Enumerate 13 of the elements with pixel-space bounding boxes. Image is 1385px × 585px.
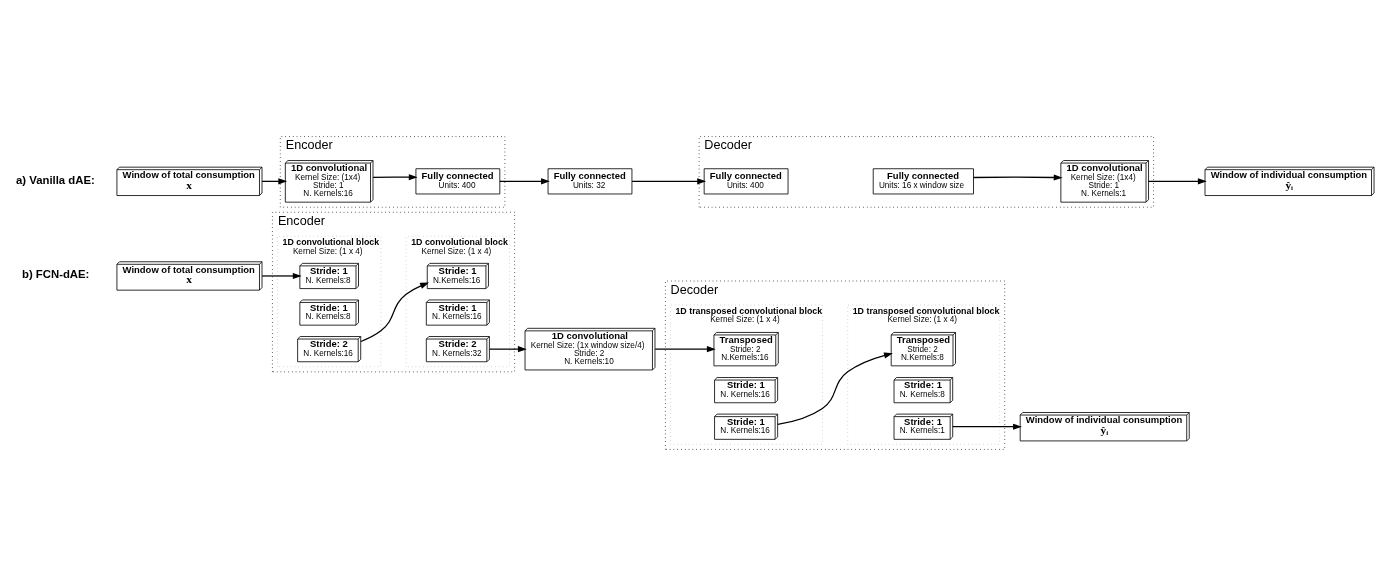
arrow xyxy=(654,345,716,352)
arrow xyxy=(973,173,1063,181)
arrow xyxy=(372,173,418,180)
arrow xyxy=(952,423,1022,430)
arrow xyxy=(261,272,302,279)
arrow xyxy=(777,351,893,425)
arrow xyxy=(1147,177,1207,184)
arrow xyxy=(488,345,527,352)
arrow xyxy=(499,177,550,184)
arrow xyxy=(360,282,430,342)
label: a) Vanilla dAE: xyxy=(16,173,95,185)
arrow xyxy=(631,177,707,184)
label: b) FCN-dAE: xyxy=(21,267,90,280)
